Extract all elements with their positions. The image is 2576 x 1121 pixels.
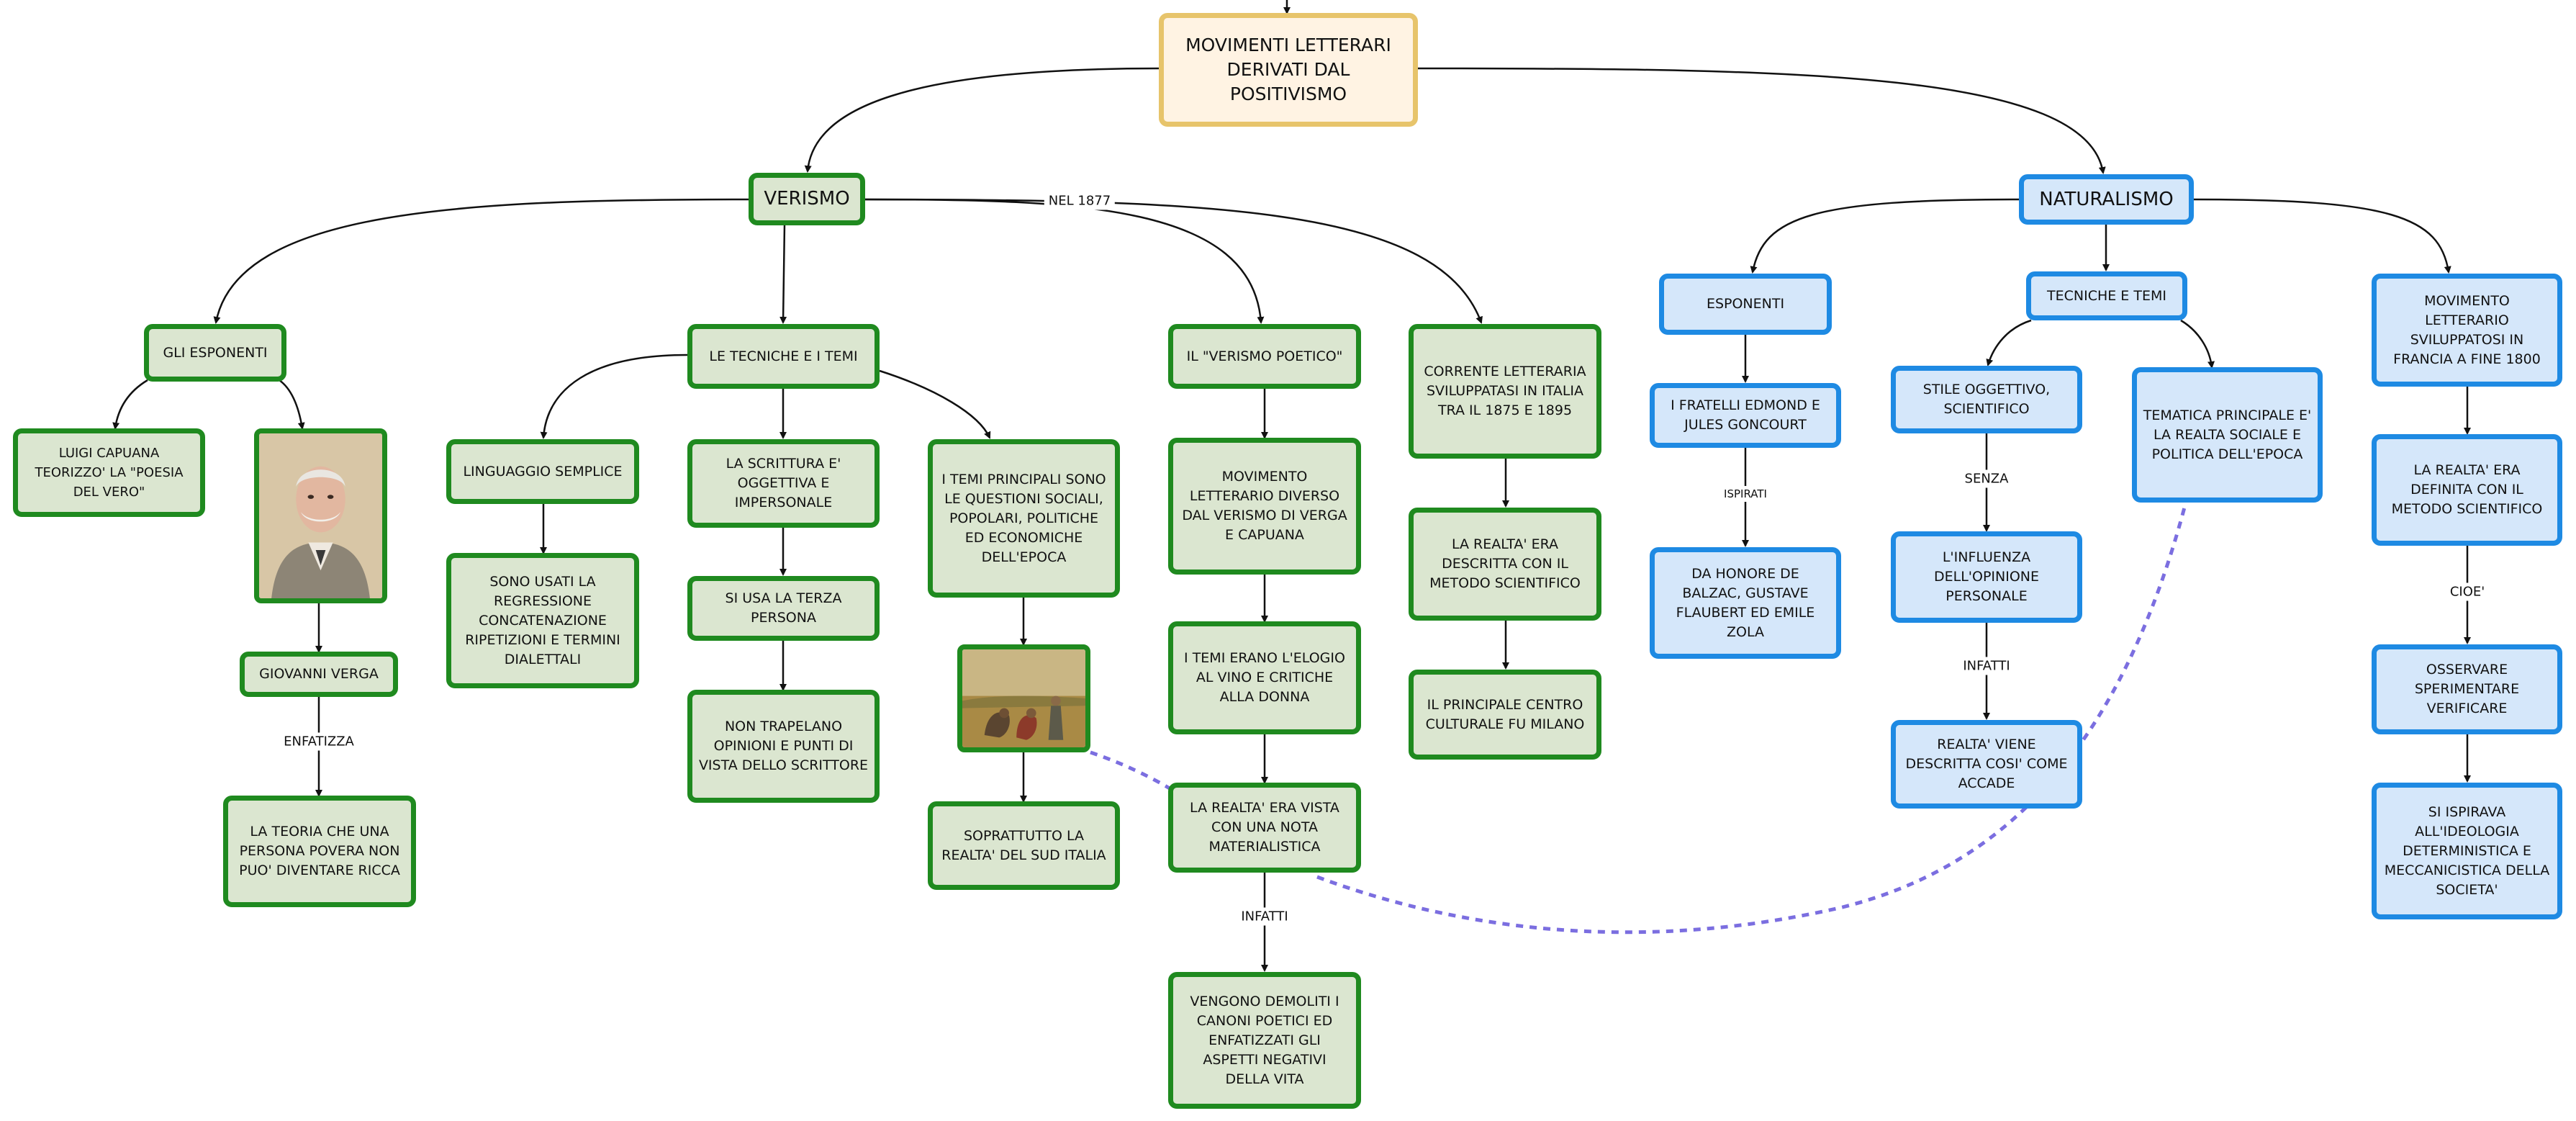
edge-verismo-corrente <box>864 198 1483 324</box>
painting-image <box>957 644 1090 752</box>
edge-tecniche-stile <box>1986 319 2032 366</box>
tematica-node[interactable]: TEMATICA PRINCIPALE E' LA REALTA SOCIALE… <box>2132 367 2323 503</box>
corrente-node[interactable]: CORRENTE LETTERARIA SVILUPPATASI IN ITAL… <box>1409 324 1601 459</box>
label-senza: SENZA <box>1960 469 2013 488</box>
edge-verismo-esponenti <box>213 198 749 324</box>
edge-verismo-poetico <box>864 198 1265 324</box>
osservare-node[interactable]: OSSERVARE SPERIMENTARE VERIFICARE <box>2372 644 2562 734</box>
elogio-node[interactable]: I TEMI ERANO L'ELOGIO AL VINO E CRITICHE… <box>1168 621 1361 734</box>
edge-verismo-tecniche <box>779 224 787 324</box>
temi-node[interactable]: I TEMI PRINCIPALI SONO LE QUESTIONI SOCI… <box>928 439 1120 598</box>
label-cioe: CIOE' <box>2445 582 2490 601</box>
stile-node[interactable]: STILE OGGETTIVO, SCIENTIFICO <box>1891 366 2082 433</box>
verismo-tecniche-node[interactable]: LE TECNICHE E I TEMI <box>687 324 880 389</box>
naturalismo-node[interactable]: NATURALISMO <box>2019 174 2194 225</box>
capuana-node[interactable]: LUIGI CAPUANA TEORIZZO' LA "POESIA DEL V… <box>13 428 205 517</box>
portrait-icon <box>259 433 382 598</box>
demoliti-node[interactable]: VENGONO DEMOLITI I CANONI POETICI ED ENF… <box>1168 972 1361 1109</box>
edge-esponenti-capuana <box>112 379 148 430</box>
regressione-node[interactable]: SONO USATI LA REGRESSIONE CONCATENAZIONE… <box>446 553 639 688</box>
diverso-node[interactable]: MOVIMENTO LETTERARIO DIVERSO DAL VERISMO… <box>1168 438 1361 575</box>
sud-italia-node[interactable]: SOPRATTUTTO LA REALTA' DEL SUD ITALIA <box>928 801 1120 890</box>
milano-node[interactable]: IL PRINCIPALE CENTRO CULTURALE FU MILANO <box>1409 670 1601 760</box>
edge-tecniche-tematica <box>2180 319 2215 369</box>
portrait-image <box>254 428 387 603</box>
naturalismo-esponenti-node[interactable]: ESPONENTI <box>1659 274 1832 335</box>
dashed-link-materialistica-tematica <box>1316 507 2187 935</box>
label-infatti-naturalismo: INFATTI <box>1958 657 2015 675</box>
definita-node[interactable]: LA REALTA' ERA DEFINITA CON IL METODO SC… <box>2372 434 2562 546</box>
teoria-node[interactable]: LA TEORIA CHE UNA PERSONA POVERA NON PUO… <box>223 796 416 907</box>
verismo-node[interactable]: VERISMO <box>749 173 865 225</box>
edge-root-verismo <box>804 67 1160 173</box>
dashed-link-painting-materialistica <box>1090 750 1171 791</box>
accade-node[interactable]: REALTA' VIENE DESCRITTA COSI' COME ACCAD… <box>1891 720 2082 809</box>
verismo-poetico-node[interactable]: IL "VERISMO POETICO" <box>1168 324 1361 389</box>
edge-tecniche-temi <box>879 369 991 439</box>
ideologia-node[interactable]: SI ISPIRAVA ALL'IDEOLOGIA DETERMINISTICA… <box>2372 783 2562 919</box>
linguaggio-node[interactable]: LINGUAGGIO SEMPLICE <box>446 439 639 504</box>
balzac-node[interactable]: DA HONORE DE BALZAC, GUSTAVE FLAUBERT ED… <box>1650 547 1841 659</box>
scrittura-node[interactable]: LA SCRITTURA E' OGGETTIVA E IMPERSONALE <box>687 439 880 528</box>
edge-root-naturalismo <box>1417 67 2106 174</box>
francia-node[interactable]: MOVIMENTO LETTERARIO SVILUPPATOSI IN FRA… <box>2372 274 2562 387</box>
naturalismo-tecniche-node[interactable]: TECNICHE E TEMI <box>2026 271 2187 320</box>
painting-icon <box>962 649 1085 747</box>
verismo-esponenti-node[interactable]: GLI ESPONENTI <box>144 324 286 382</box>
goncourt-node[interactable]: I FRATELLI EDMOND E JULES GONCOURT <box>1650 383 1841 448</box>
root-node[interactable]: MOVIMENTI LETTERARI DERIVATI DAL POSITIV… <box>1159 13 1418 127</box>
label-enfatizza: ENFATIZZA <box>279 732 358 751</box>
edge-naturalismo-esponenti <box>1750 198 2020 274</box>
edge-naturalismo-francia <box>2193 198 2451 274</box>
edge-esponenti-portrait <box>279 379 305 430</box>
label-nel-1877: NEL 1877 <box>1044 192 1116 210</box>
edge-tecniche-linguaggio <box>540 354 688 439</box>
influenza-node[interactable]: L'INFLUENZA DELL'OPINIONE PERSONALE <box>1891 531 2082 623</box>
label-ispirati: ISPIRATI <box>1719 486 1771 502</box>
verga-node[interactable]: GIOVANNI VERGA <box>240 652 398 697</box>
trapelano-node[interactable]: NON TRAPELANO OPINIONI E PUNTI DI VISTA … <box>687 690 880 803</box>
terza-persona-node[interactable]: SI USA LA TERZA PERSONA <box>687 576 880 641</box>
label-infatti-verismo: INFATTI <box>1237 907 1293 926</box>
descritta-node[interactable]: LA REALTA' ERA DESCRITTA CON IL METODO S… <box>1409 508 1601 621</box>
materialistica-node[interactable]: LA REALTA' ERA VISTA CON UNA NOTA MATERI… <box>1168 783 1361 873</box>
